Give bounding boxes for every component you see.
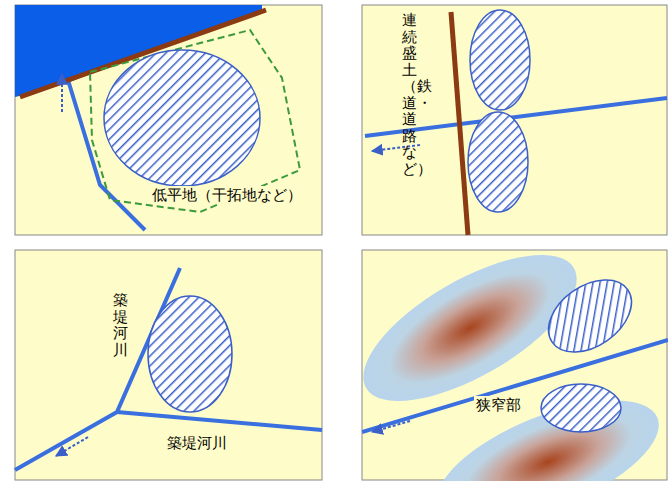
panel [15, 5, 322, 235]
map-label: 狭窄部 [474, 396, 523, 414]
flood-area [541, 384, 621, 432]
hill [421, 375, 668, 481]
map-label: 低平地（干拓地など） [150, 186, 304, 204]
flood-area [148, 296, 232, 412]
flow-arrow [372, 421, 410, 432]
flood-area [470, 10, 530, 110]
lowland-boundary [90, 30, 300, 212]
embankment [451, 12, 468, 235]
map-label: 連続盛土（鉄道・道路など） [402, 12, 417, 177]
map-label: 築堤河川 [165, 434, 229, 452]
flood-area [468, 112, 528, 212]
panel [15, 250, 322, 480]
panel [362, 5, 667, 235]
river [117, 412, 322, 430]
map-label: 築堤河川 [113, 292, 128, 358]
flood-area [104, 50, 260, 186]
flood-area [535, 265, 645, 367]
flow-arrow [61, 74, 63, 112]
flow-arrow [56, 437, 88, 456]
river [362, 340, 668, 432]
